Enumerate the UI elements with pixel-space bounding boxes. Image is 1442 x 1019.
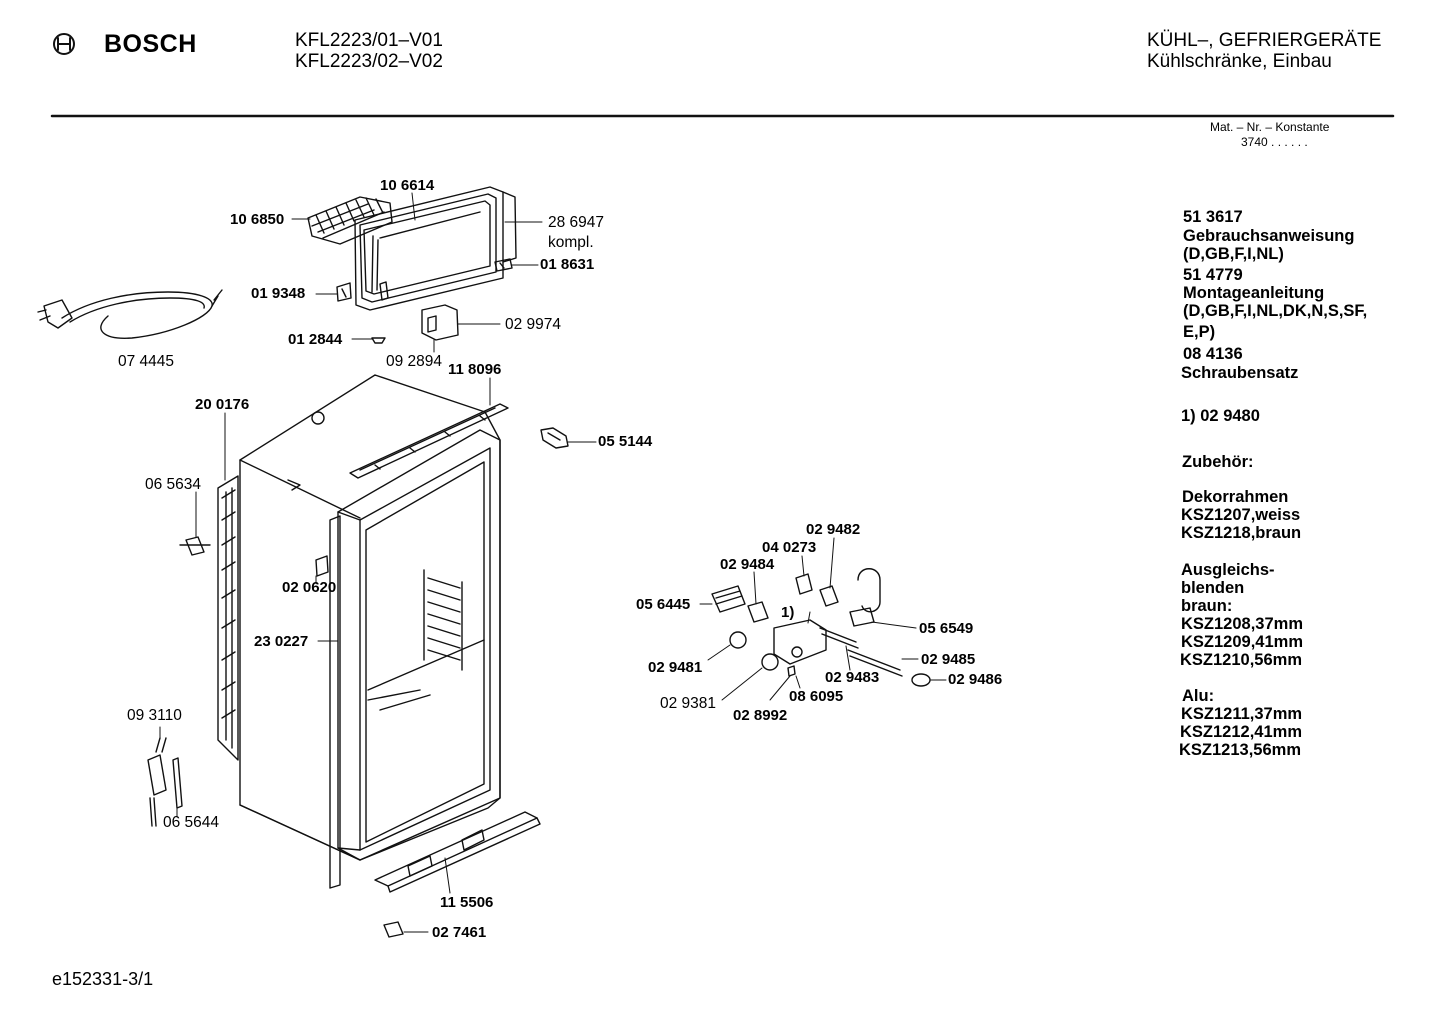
cabinet-drawing	[217, 374, 509, 889]
rod-065644-drawing	[172, 757, 183, 809]
hinge-019348-drawing	[336, 282, 352, 302]
thermostat-group-drawing	[711, 568, 931, 687]
part-label-106850: 10 6850	[230, 211, 285, 228]
filler-brown-1: KSZ1208,37mm	[1181, 615, 1303, 633]
drawing-id: e152331-3/1	[52, 969, 154, 989]
doc3-name: Schraubensatz	[1181, 364, 1299, 382]
part-label-029483: 02 9483	[825, 669, 880, 686]
part-label-055144: 05 5144	[598, 433, 653, 450]
filler-panels-heading-1: Ausgleichs-	[1181, 561, 1275, 579]
category-title: KÜHL–, GEFRIERGERÄTE	[1147, 30, 1382, 51]
mat-nr-label: Mat. – Nr. – Konstante	[1210, 120, 1330, 134]
filler-brown-3: KSZ1210,56mm	[1180, 651, 1302, 669]
doc3-number: 08 4136	[1183, 345, 1243, 363]
part-label-029482: 02 9482	[806, 521, 861, 538]
doc2-number: 51 4779	[1183, 266, 1243, 284]
part-label-065634: 06 5634	[145, 476, 202, 493]
brand-name: BOSCH	[104, 30, 197, 58]
part-label-012844: 01 2844	[288, 331, 343, 348]
part-label-029486: 02 9486	[948, 671, 1003, 688]
mat-nr-value: 3740 . . . . . .	[1241, 135, 1308, 149]
leader-lines	[159, 192, 947, 933]
part-label-065644: 06 5644	[163, 814, 220, 831]
clip-018631-drawing	[494, 258, 513, 272]
bottom-rail-drawing	[374, 811, 541, 893]
footnote-part: 1) 02 9480	[1181, 407, 1260, 425]
ice-tray-drawing	[307, 196, 393, 245]
filler-panels-brown-heading: braun:	[1181, 597, 1233, 615]
part-label-056549: 05 6549	[919, 620, 974, 637]
hinge-055144-drawing	[540, 427, 569, 449]
part-label-074445: 07 4445	[118, 353, 175, 370]
part-label-092894: 09 2894	[386, 353, 443, 370]
button-012844-drawing	[371, 337, 386, 344]
footnote-marker: 1)	[781, 604, 795, 621]
part-label-086095: 08 6095	[789, 688, 844, 705]
part-label-029481: 02 9481	[648, 659, 703, 676]
part-label-118096: 11 8096	[448, 361, 502, 378]
part-label-029484: 02 9484	[720, 556, 775, 573]
doc1-name: Gebrauchsanweisung	[1183, 227, 1355, 245]
part-label-286947: 28 6947	[548, 214, 605, 231]
bosch-logo-icon	[53, 33, 75, 55]
clip-065634-drawing	[179, 536, 211, 556]
decor-frame-2: KSZ1218,braun	[1181, 524, 1302, 542]
part-label-056445: 05 6445	[636, 596, 691, 613]
part-label-018631: 01 8631	[540, 256, 595, 273]
part-label-029381: 02 9381	[660, 695, 717, 712]
foot-027461-drawing	[383, 921, 404, 938]
doc2-name: Montageanleitung	[1183, 284, 1325, 302]
alu-heading: Alu:	[1182, 687, 1215, 705]
doc2-languages-1: (D,GB,F,I,NL,DK,N,S,SF,	[1183, 302, 1368, 320]
part-label-093110: 09 3110	[127, 707, 182, 724]
part-label-019348: 01 9348	[251, 285, 306, 302]
subcategory-title: Kühlschränke, Einbau	[1147, 51, 1332, 72]
part-label-040273: 04 0273	[762, 539, 817, 556]
part-label-029974: 02 9974	[505, 316, 562, 333]
part-label-kompl: kompl.	[548, 234, 594, 251]
doc1-number: 51 3617	[1183, 208, 1243, 226]
part-label-029485: 02 9485	[921, 651, 976, 668]
doc2-languages-2: E,P)	[1183, 323, 1216, 341]
accessories-heading: Zubehör:	[1182, 453, 1254, 471]
decor-frame-1: KSZ1207,weiss	[1181, 506, 1301, 524]
filler-panels-heading-2: blenden	[1181, 579, 1245, 597]
filler-alu-1: KSZ1211,37mm	[1181, 705, 1303, 723]
freezer-door-drawing	[354, 186, 517, 311]
decor-frame-heading: Dekorrahmen	[1182, 488, 1289, 506]
part-label-027461: 02 7461	[432, 924, 487, 941]
model-number-2: KFL2223/02–V02	[295, 51, 443, 72]
filler-alu-2: KSZ1212,41mm	[1180, 723, 1302, 741]
part-label-230227: 23 0227	[254, 633, 309, 650]
part-label-106614: 10 6614	[380, 177, 435, 194]
part-label-115506: 11 5506	[440, 894, 494, 911]
sensor-093110-drawing	[147, 737, 167, 827]
hinge-029974-drawing	[421, 304, 459, 341]
part-label-200176: 20 0176	[195, 396, 250, 413]
part-label-028992: 02 8992	[733, 707, 788, 724]
model-number-1: KFL2223/01–V01	[295, 30, 443, 51]
filler-alu-3: KSZ1213,56mm	[1179, 741, 1301, 759]
filler-brown-2: KSZ1209,41mm	[1181, 633, 1303, 651]
power-cord-drawing	[37, 289, 223, 339]
part-label-020620: 02 0620	[282, 579, 337, 596]
doc1-languages: (D,GB,F,I,NL)	[1183, 245, 1284, 263]
